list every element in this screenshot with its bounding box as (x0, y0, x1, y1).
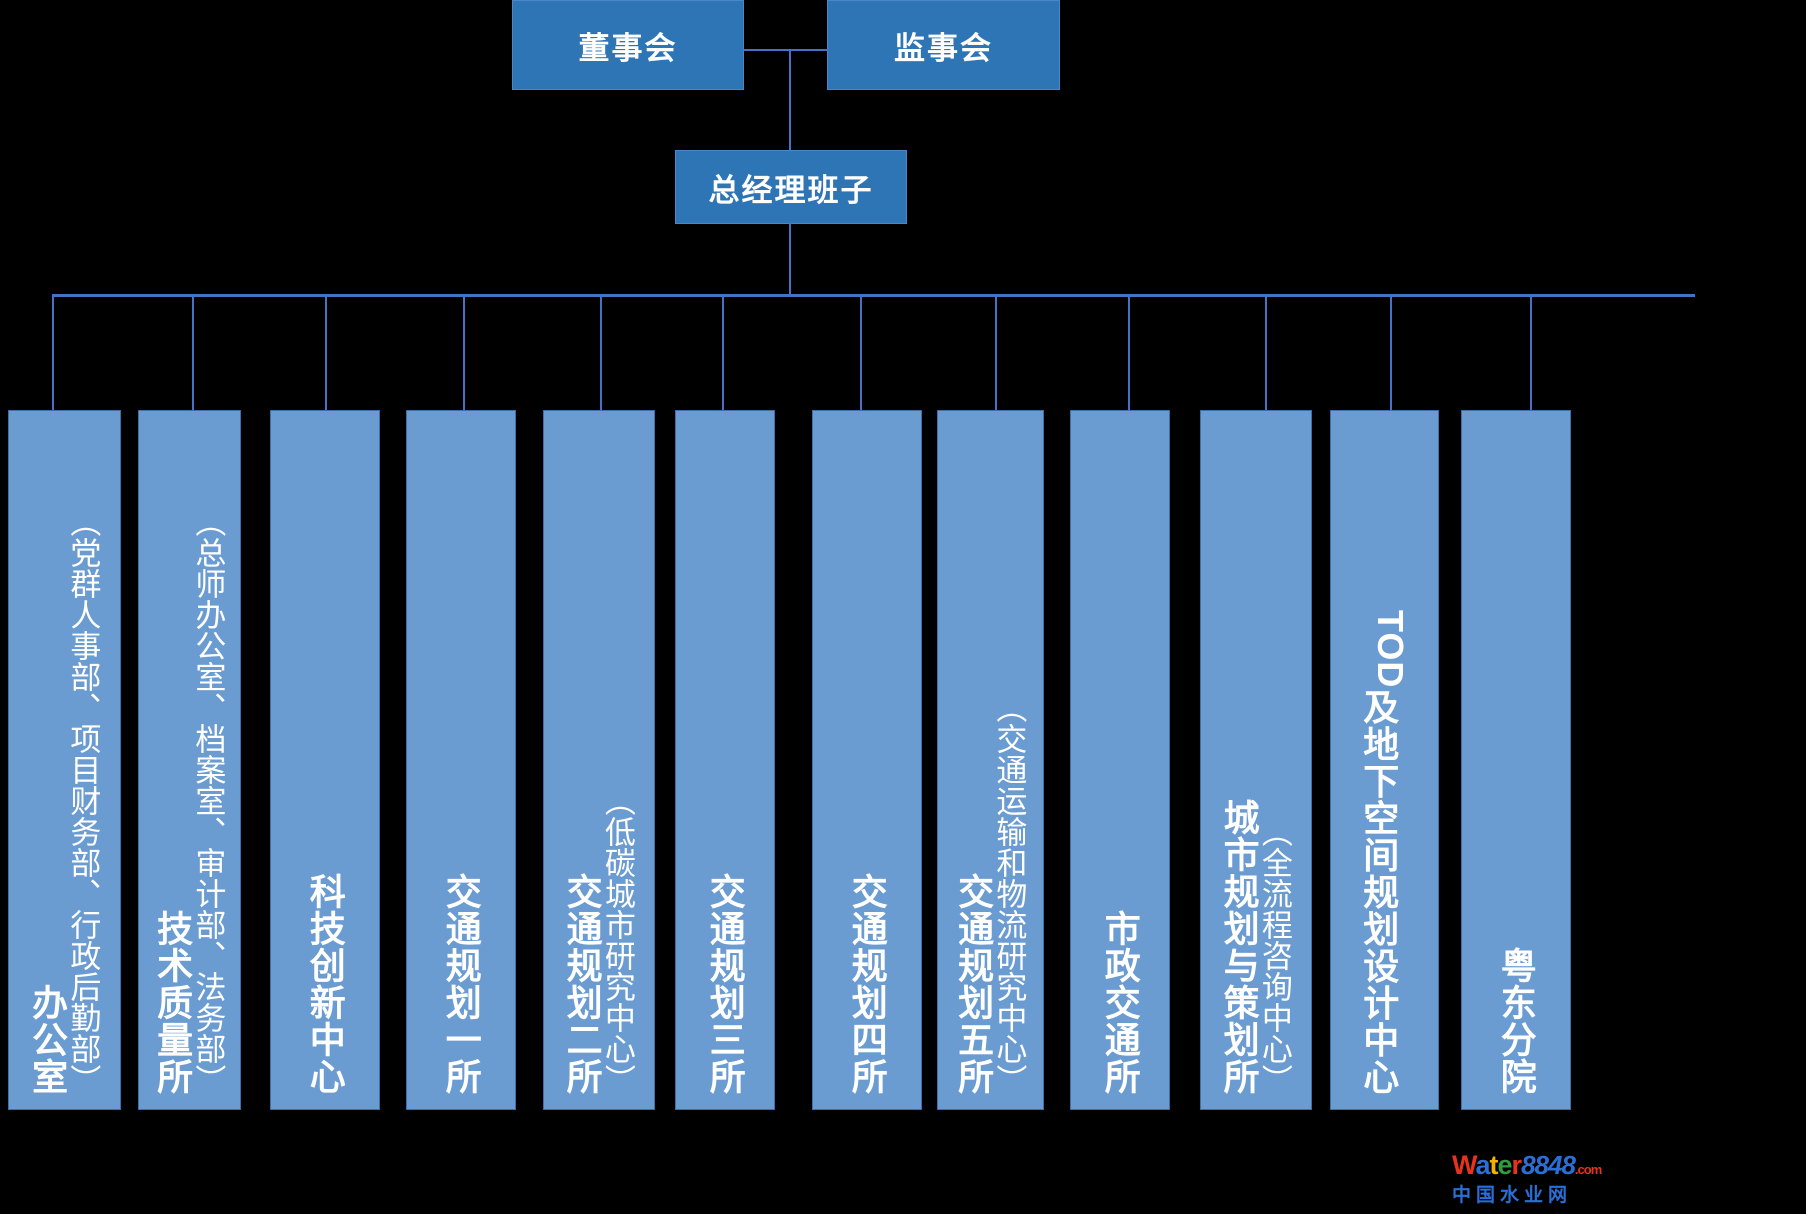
dept-box-1[interactable]: （党群人事部、项目财务部、行政后勤部）办公室 (8, 410, 121, 1110)
dept-label-5: 交通规划二所 (561, 873, 603, 1095)
dept-box-11[interactable]: TOD及地下空间规划设计中心 (1330, 410, 1439, 1110)
dept-box-3[interactable]: 科技创新中心 (270, 410, 380, 1110)
dept-label-2: 技术质量所 (152, 910, 194, 1095)
node-board-label: 董事会 (578, 30, 678, 66)
node-general-manager-label: 总经理班子 (708, 172, 874, 208)
connector-junction-to-gm (789, 49, 791, 150)
node-supervisory-label: 监事会 (894, 30, 993, 66)
dept-box-5[interactable]: （低碳城市研究中心）交通规划二所 (543, 410, 655, 1110)
connector-drop-8 (995, 294, 997, 410)
watermark-letter-r: r (1511, 1150, 1522, 1180)
dept-label-10: 城市规划与策划所 (1218, 799, 1260, 1095)
dept-box-4[interactable]: 交通规划一所 (406, 410, 516, 1110)
connector-gm-to-bus (789, 222, 791, 295)
node-general-manager[interactable]: 总经理班子 (675, 150, 907, 224)
connector-drop-3 (325, 294, 327, 410)
connector-drop-1 (52, 294, 54, 410)
dept-box-9[interactable]: 市政交通所 (1070, 410, 1170, 1110)
watermark-chinese: 中国水业网 (1452, 1185, 1573, 1206)
dept-sublabel-10: （全流程咨询中心） (1256, 816, 1292, 1095)
connector-drop-2 (192, 294, 194, 410)
connector-drop-6 (722, 294, 724, 410)
dept-label-latin-11: TOD (1370, 609, 1412, 688)
connector-drop-10 (1265, 294, 1267, 410)
dept-label-6: 交通规划三所 (704, 873, 746, 1095)
dept-label-7: 交通规划四所 (846, 873, 888, 1095)
dept-label-1: 办公室 (27, 984, 69, 1095)
connector-drop-11 (1390, 294, 1392, 410)
connector-drop-9 (1128, 294, 1130, 410)
node-supervisory-board[interactable]: 监事会 (827, 0, 1060, 90)
watermark: Water8848.com 中国水业网 (1452, 1152, 1652, 1210)
watermark-letter-a: a (1475, 1150, 1490, 1180)
dept-box-2[interactable]: （总师办公室、档案室、审计部、法务部）技术质量所 (138, 410, 241, 1110)
dept-label-9: 市政交通所 (1099, 910, 1141, 1095)
connector-board-to-junction (742, 49, 828, 51)
watermark-letter-e: e (1497, 1150, 1513, 1180)
node-board-of-directors[interactable]: 董事会 (512, 0, 744, 90)
dept-box-10[interactable]: （全流程咨询中心）城市规划与策划所 (1200, 410, 1312, 1110)
dept-label-11: TOD及地下空间规划设计中心 (1358, 609, 1412, 1095)
watermark-letter-w: W (1452, 1150, 1477, 1180)
dept-sublabel-5: （低碳城市研究中心） (599, 785, 635, 1095)
dept-box-6[interactable]: 交通规划三所 (675, 410, 775, 1110)
dept-box-8[interactable]: （交通运输和物流研究中心）交通规划五所 (937, 410, 1044, 1110)
dept-label-3: 科技创新中心 (304, 873, 346, 1095)
connector-drop-5 (600, 294, 602, 410)
watermark-wordmark: Water8848.com (1452, 1152, 1652, 1179)
dept-sublabel-1: （党群人事部、项目财务部、行政后勤部） (65, 506, 101, 1095)
connector-drop-4 (463, 294, 465, 410)
connector-drop-12 (1530, 294, 1532, 410)
watermark-letter-t: t (1489, 1150, 1499, 1180)
dept-label-4: 交通规划一所 (440, 873, 482, 1095)
watermark-domain: .com (1574, 1162, 1602, 1177)
dept-sublabel-8: （交通运输和物流研究中心） (991, 692, 1027, 1095)
dept-label-8: 交通规划五所 (953, 873, 995, 1095)
connector-distribution-bus (52, 294, 1695, 297)
dept-box-12[interactable]: 粤东分院 (1461, 410, 1571, 1110)
connector-drop-7 (860, 294, 862, 410)
watermark-number: 8848 (1521, 1150, 1576, 1180)
dept-box-7[interactable]: 交通规划四所 (812, 410, 922, 1110)
dept-label-12: 粤东分院 (1495, 947, 1537, 1095)
dept-sublabel-2: （总师办公室、档案室、审计部、法务部） (190, 506, 226, 1095)
